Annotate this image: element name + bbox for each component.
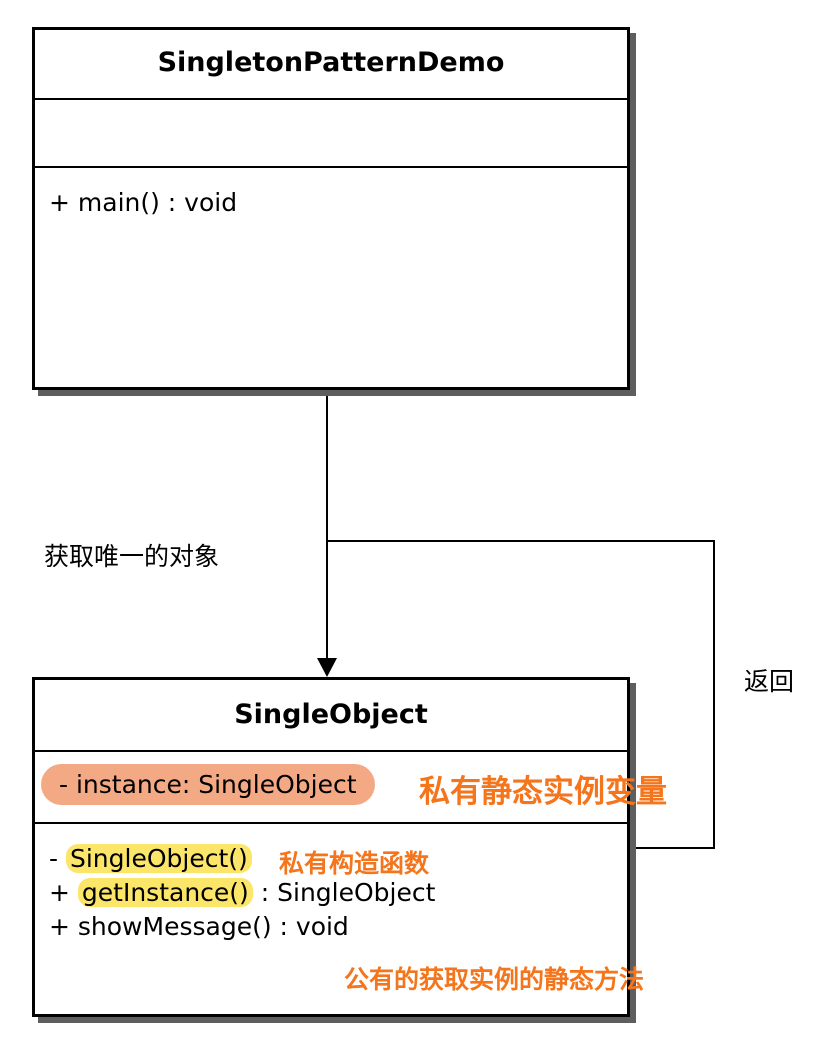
class-single-object[interactable]: SingleObject - instance: SingleObject 私有…	[32, 677, 667, 1017]
method-show-message: + showMessage() : void	[49, 912, 349, 941]
return-label: 返回	[744, 667, 795, 696]
methods-compartment: + main() : void	[35, 168, 627, 387]
attribute-instance: - instance: SingleObject	[41, 764, 375, 805]
class-name-single-object: SingleObject	[35, 680, 627, 752]
constructor-note: 私有构造函数	[279, 849, 430, 878]
getinstance-note: 公有的获取实例的静态方法	[344, 965, 645, 994]
method-constructor: - SingleObject()	[49, 844, 252, 873]
return-line	[327, 540, 715, 849]
method-get-instance-visibility: +	[49, 878, 70, 907]
attributes-compartment: - instance: SingleObject 私有静态实例变量	[35, 752, 667, 824]
class-singleton-pattern-demo[interactable]: SingletonPatternDemo + main() : void	[32, 27, 630, 390]
method-get-instance-name: getInstance()	[77, 878, 253, 907]
method-constructor-name: SingleObject()	[65, 844, 252, 873]
method-main: + main() : void	[49, 188, 238, 217]
class-name-singleton-pattern-demo: SingletonPatternDemo	[35, 30, 627, 100]
dependency-arrowhead	[317, 658, 337, 677]
method-constructor-visibility: -	[49, 844, 59, 873]
method-get-instance-return: : SingleObject	[260, 878, 436, 907]
method-get-instance: + getInstance() : SingleObject	[49, 878, 435, 907]
dependency-label: 获取唯一的对象	[44, 542, 220, 571]
methods-compartment: - SingleObject() 私有构造函数 + getInstance() …	[35, 824, 627, 1014]
attribute-note: 私有静态实例变量	[419, 774, 667, 810]
attributes-compartment	[35, 100, 627, 168]
